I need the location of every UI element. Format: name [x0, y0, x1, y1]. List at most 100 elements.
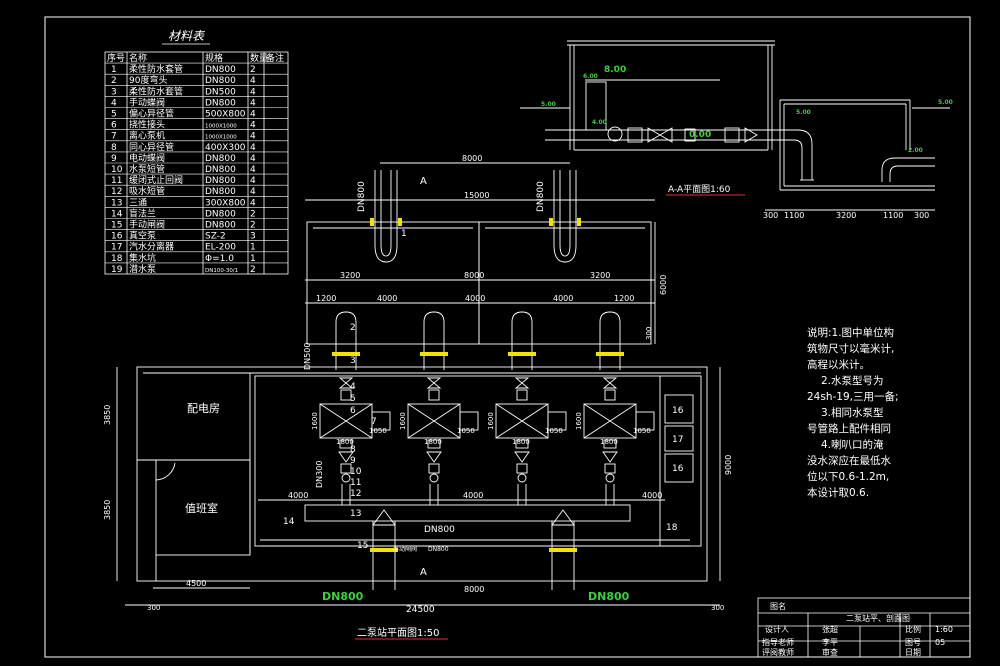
note-line-10: 位以下0.6-1.2m,: [807, 470, 889, 483]
callout-7: 7: [371, 417, 377, 427]
materials-cell-16-0: 17: [111, 243, 122, 253]
elev-pipe: 0.00: [689, 130, 711, 140]
dim-4000c: 4000: [553, 294, 573, 303]
outlet-right-label: DN800: [588, 590, 630, 603]
elev-right-b: 5.00: [938, 99, 953, 106]
section-mark-top: A: [420, 176, 427, 187]
materials-header-0: 序号: [107, 52, 125, 64]
tb-value-name: 二泵站平、剖面图: [846, 613, 910, 623]
handvalve-label: 手动闸阀: [393, 545, 417, 553]
tb-value-scale: 1:60: [935, 625, 953, 634]
materials-cell-9-1: 水泵短管: [129, 163, 165, 175]
design-notes: 说明:1.图中单位构筑物尺寸以毫米计,高程以米计。2.水泵型号为24sh-19,…: [807, 326, 899, 499]
callout-6: 6: [350, 406, 356, 416]
materials-cell-12-1: 三通: [129, 197, 147, 208]
materials-cell-4-3: 4: [250, 110, 256, 120]
callout-18: 18: [666, 523, 678, 533]
materials-cell-9-2: DN800: [205, 165, 236, 175]
pump-dim-1800-4: 1800: [600, 438, 618, 446]
materials-cell-6-0: 7: [111, 132, 117, 142]
tb-label-date: 日期: [905, 648, 921, 657]
materials-cell-18-1: 潜水泵: [129, 263, 156, 275]
callout-3: 3: [350, 356, 356, 366]
callout-14: 14: [283, 517, 295, 527]
materials-title: 材料表: [168, 29, 206, 43]
materials-cell-0-2: DN800: [205, 65, 236, 75]
dim-top-15000: 15000: [464, 191, 489, 200]
materials-cell-17-3: 1: [250, 254, 256, 264]
materials-cell-13-3: 2: [250, 209, 256, 219]
dim-right-300: 300: [645, 327, 653, 340]
elev-right-c: 2.00: [908, 147, 923, 154]
callout-11: 11: [350, 478, 361, 488]
pump-dim-1050-2: 1050: [457, 427, 475, 435]
pump-dim-1800-1: 1800: [336, 438, 354, 446]
materials-cell-11-0: 12: [111, 187, 122, 197]
materials-cell-14-3: 2: [250, 221, 256, 231]
tb-label-advisor: 指导老师: [762, 637, 794, 647]
materials-cell-17-1: 集水坑: [129, 252, 156, 264]
plan-title: 二泵站平面图1:50: [357, 626, 439, 639]
pump-units: 1600105018001600105018001600105018001600…: [311, 377, 655, 505]
pump-dim-1600-3: 1600: [487, 412, 495, 430]
dim-mid-4000b: 4000: [463, 491, 483, 500]
dim-right-9000: 9000: [724, 455, 733, 475]
note-line-11: 本设计取0.6.: [807, 486, 869, 499]
materials-cell-7-1: 同心异径管: [129, 141, 174, 153]
tb-value-advisor: 李平: [822, 637, 838, 647]
callout-12: 12: [350, 489, 361, 499]
callout-1: 1: [401, 229, 407, 239]
materials-header-2: 规格: [205, 52, 223, 64]
callout-4: 4: [350, 382, 356, 392]
materials-cell-15-1: 真空泵: [129, 230, 156, 242]
header-pipe-label: DN800: [424, 525, 455, 535]
note-line-2: 筑物尺寸以毫米计,: [807, 342, 894, 355]
materials-cell-16-2: EL-200: [205, 243, 236, 253]
materials-cell-13-1: 盲法兰: [129, 207, 156, 219]
outlet-left-label: DN800: [322, 590, 364, 603]
note-line-1: 说明:1.图中单位构: [807, 326, 894, 339]
materials-cell-14-0: 15: [111, 221, 122, 231]
dim-300-right: 300: [711, 604, 724, 612]
materials-cell-14-2: DN800: [205, 221, 236, 231]
dim-300-left: 300: [147, 604, 160, 612]
materials-cell-6-3: 4: [250, 132, 256, 142]
elev-roof: 8.00: [604, 65, 626, 75]
materials-cell-13-2: DN800: [205, 209, 236, 219]
materials-cell-18-3: 2: [250, 265, 256, 275]
materials-cell-18-2: DN100-30/1: [205, 268, 238, 274]
materials-cell-1-3: 4: [250, 76, 256, 86]
materials-cell-3-3: 4: [250, 98, 256, 108]
materials-cell-2-3: 4: [250, 87, 256, 97]
materials-header-1: 名称: [129, 52, 147, 64]
materials-cell-8-2: DN800: [205, 154, 236, 164]
materials-cell-15-2: SZ-2: [205, 232, 226, 242]
materials-cell-12-2: 300X800: [205, 198, 246, 208]
section-dim-1: 300: [763, 211, 778, 220]
callout-9: 9: [350, 456, 356, 466]
materials-cell-12-3: 4: [250, 198, 256, 208]
materials-cell-5-2: 1000X1000: [205, 124, 237, 130]
note-line-7: 号管路上配件相同: [807, 422, 891, 435]
dim-top-3200b: 3200: [590, 271, 610, 280]
materials-cell-15-0: 16: [111, 232, 123, 242]
materials-cell-1-1: 90度弯头: [129, 74, 167, 86]
materials-cell-17-2: Φ=1.0: [205, 254, 234, 264]
materials-cell-6-1: 离心泵机: [129, 130, 165, 142]
dim-mid-4000c: 4000: [642, 491, 662, 500]
dim-4000a: 4000: [377, 294, 397, 303]
dim-1200b: 1200: [614, 294, 634, 303]
dim-4000b: 4000: [465, 294, 485, 303]
pump-dim-1050-4: 1050: [633, 427, 651, 435]
riser-right-label: DN800: [536, 181, 546, 212]
pump-dim-1050-1: 1050: [369, 427, 387, 435]
materials-cell-15-3: 3: [250, 232, 256, 242]
pump-station-plan: [116, 162, 721, 606]
note-line-6: 3.相同水泵型: [821, 406, 884, 419]
tb-value-reviewer: 审查: [822, 647, 838, 657]
materials-cell-3-1: 手动蝶阀: [129, 96, 165, 108]
